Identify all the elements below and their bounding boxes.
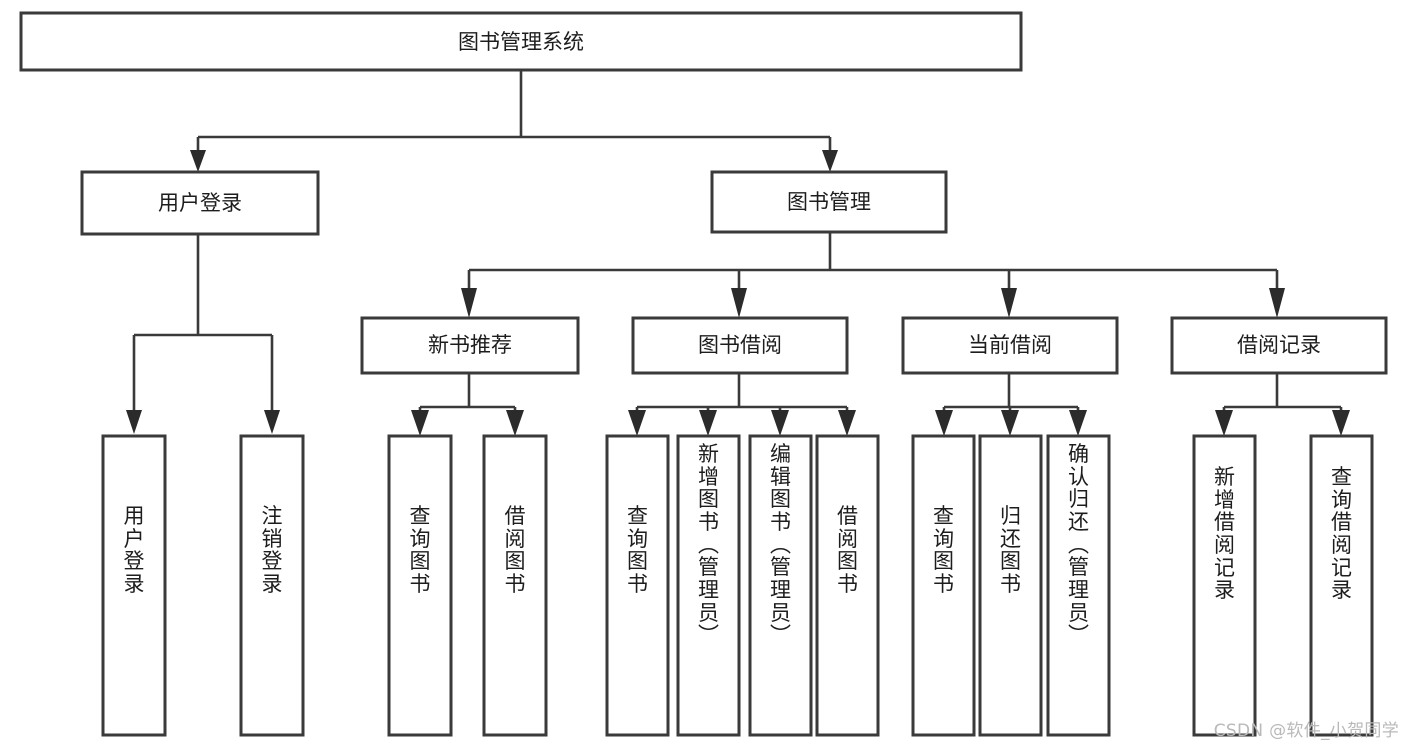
node-leaf-query-book-current[interactable] [911,434,976,737]
node-leaf-query-borrow-record[interactable] [1309,434,1374,737]
node-leaf-borrow-book-action[interactable] [815,434,880,737]
node-new-book-recommend[interactable] [360,316,580,375]
arrow-head-leaf-current-borrow-3 [1069,410,1087,436]
node-book-management-label: 图书管理 [787,190,871,214]
node-leaf-edit-book-admin[interactable] [748,434,813,737]
arrow-head-leaf-borrow-book-1 [628,410,646,436]
node-new-book-recommend-label: 新书推荐 [428,333,512,357]
arrow-head-level3-4 [1269,288,1285,318]
node-borrow-record-label: 借阅记录 [1237,333,1321,357]
arrow-head-level3-1 [461,288,477,318]
node-leaf-add-borrow-record[interactable] [1192,434,1257,737]
arrow-head-leaf-borrow-record-1 [1215,410,1233,436]
arrow-head-leaf-user-login-1 [126,410,142,434]
arrow-head-leaf-borrow-book-2 [699,410,717,436]
arrow-head-leaf-new-book-2 [506,410,524,436]
arrow-head-leaf-user-login-2 [264,410,280,434]
node-book-borrow[interactable] [631,316,849,375]
node-book-management[interactable] [710,170,948,234]
node-root-label: 图书管理系统 [458,30,584,54]
node-leaf-query-book-borrow[interactable] [605,434,670,737]
node-current-borrow-label: 当前借阅 [968,333,1052,357]
node-borrow-record[interactable] [1170,316,1388,375]
arrow-head-leaf-borrow-book-3 [771,410,789,436]
node-user-login-label: 用户登录 [158,191,242,215]
arrow-head-leaf-borrow-book-4 [838,410,856,436]
node-user-login[interactable] [80,170,320,236]
node-root-book-management-system[interactable] [19,11,1023,72]
node-book-borrow-label: 图书借阅 [698,333,782,357]
node-leaf-logout[interactable] [239,434,305,737]
node-layer: 图书管理系统 用户登录 图书管理 新书推荐 图书借阅 当前借阅 借阅记录 [19,11,1388,737]
arrow-head-leaf-borrow-record-2 [1332,410,1350,436]
arrow-head-leaf-current-borrow-1 [935,410,953,436]
node-leaf-return-book[interactable] [978,434,1043,737]
node-leaf-add-book-admin[interactable] [676,434,741,737]
arrow-head-level3-3 [1001,288,1017,318]
connector-layer [126,70,1350,436]
node-leaf-query-book-new[interactable] [387,434,453,737]
arrow-head-leaf-current-borrow-2 [1001,410,1019,436]
arrow-head-book-manage [822,150,838,172]
node-leaf-borrow-book-new[interactable] [482,434,548,737]
arrow-head-leaf-new-book-1 [411,410,429,436]
node-leaf-confirm-return-admin[interactable] [1046,434,1111,737]
node-current-borrow[interactable] [901,316,1119,375]
node-leaf-user-login[interactable] [101,434,167,737]
arrow-head-user-login [190,150,206,172]
csdn-watermark: CSDN @软件_小贺同学 [1213,721,1399,741]
arrow-head-level3-2 [731,288,747,318]
